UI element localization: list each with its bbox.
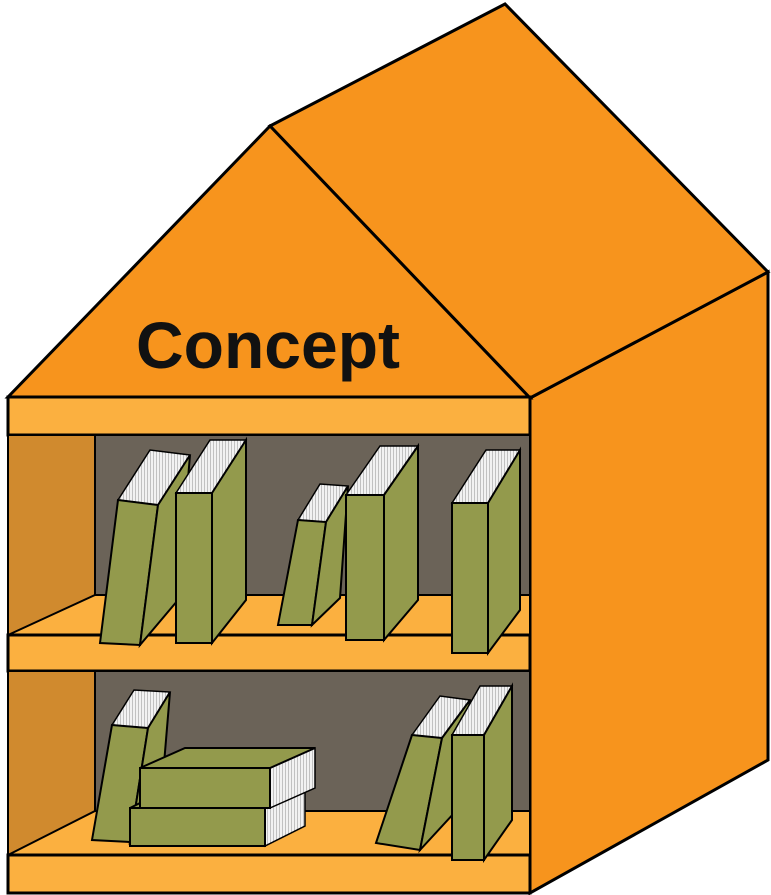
book-icon	[139, 746, 316, 810]
concept-label: Concept	[136, 308, 400, 382]
book-icon	[450, 682, 514, 864]
middle-board	[6, 633, 532, 673]
book-icon	[276, 483, 350, 628]
lower-shelf-books	[90, 682, 514, 864]
book-icon	[450, 446, 522, 657]
book-icon	[174, 436, 248, 646]
top-board	[6, 395, 532, 437]
upper-shelf-books	[98, 436, 522, 657]
bottom-board	[6, 853, 532, 895]
book-icon	[344, 442, 420, 643]
